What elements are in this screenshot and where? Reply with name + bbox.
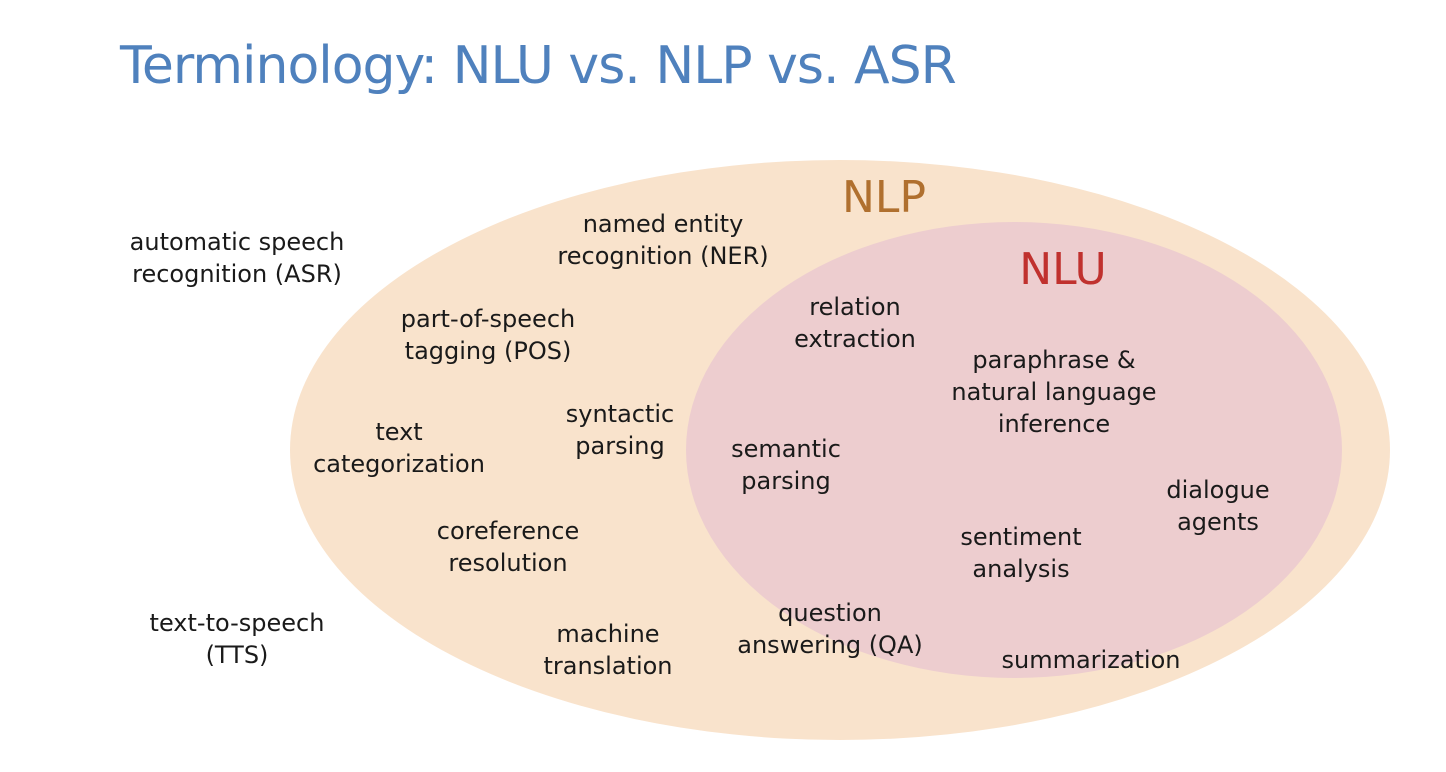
term-line: parsing xyxy=(741,467,830,495)
term-line: natural language xyxy=(951,378,1156,406)
term-line: relation xyxy=(809,293,900,321)
term-line: semantic xyxy=(731,435,841,463)
term-line: sentiment xyxy=(960,523,1081,551)
term-summarization: summarization xyxy=(1002,646,1181,674)
term-tts: text-to-speech (TTS) xyxy=(150,609,325,669)
term-relation-extraction: relation extraction xyxy=(794,293,916,353)
term-line: analysis xyxy=(972,555,1069,583)
term-line: syntactic xyxy=(566,400,675,428)
term-line: answering (QA) xyxy=(737,631,922,659)
term-asr: automatic speech recognition (ASR) xyxy=(130,228,345,288)
term-line: tagging (POS) xyxy=(405,337,572,365)
term-line: question xyxy=(778,599,882,627)
term-line: recognition (NER) xyxy=(557,242,768,270)
term-line: coreference xyxy=(437,517,579,545)
term-line: inference xyxy=(998,410,1110,438)
term-semantic-parsing: semantic parsing xyxy=(731,435,841,495)
term-line: translation xyxy=(543,652,672,680)
nlu-label: NLU xyxy=(1019,244,1106,295)
term-line: extraction xyxy=(794,325,916,353)
term-line: resolution xyxy=(448,549,567,577)
term-machine-translation: machine translation xyxy=(543,620,672,680)
term-line: machine xyxy=(556,620,659,648)
term-line: parsing xyxy=(575,432,664,460)
term-line: categorization xyxy=(313,450,485,478)
term-line: automatic speech xyxy=(130,228,345,256)
term-paraphrase-nli: paraphrase & natural language inference xyxy=(951,346,1156,438)
slide-title: Terminology: NLU vs. NLP vs. ASR xyxy=(120,36,957,96)
term-line: named entity xyxy=(583,210,744,238)
term-line: part-of-speech xyxy=(401,305,575,333)
nlp-label: NLP xyxy=(842,172,926,223)
term-line: text xyxy=(375,418,422,446)
term-sentiment-analysis: sentiment analysis xyxy=(960,523,1081,583)
term-question-answering: question answering (QA) xyxy=(737,599,922,659)
term-line: paraphrase & xyxy=(972,346,1135,374)
term-dialogue-agents: dialogue agents xyxy=(1166,476,1269,536)
term-coreference-resolution: coreference resolution xyxy=(437,517,579,577)
term-pos: part-of-speech tagging (POS) xyxy=(401,305,575,365)
term-ner: named entity recognition (NER) xyxy=(557,210,768,270)
term-labels: automatic speech recognition (ASR) text-to… xyxy=(130,210,1270,680)
term-line: dialogue xyxy=(1166,476,1269,504)
term-line: summarization xyxy=(1002,646,1181,674)
term-line: text-to-speech xyxy=(150,609,325,637)
term-line: recognition (ASR) xyxy=(132,260,342,288)
term-line: (TTS) xyxy=(206,641,269,669)
term-line: agents xyxy=(1177,508,1259,536)
term-text-categorization: text categorization xyxy=(313,418,485,478)
term-syntactic-parsing: syntactic parsing xyxy=(566,400,675,460)
nlu-ellipse xyxy=(686,222,1342,678)
